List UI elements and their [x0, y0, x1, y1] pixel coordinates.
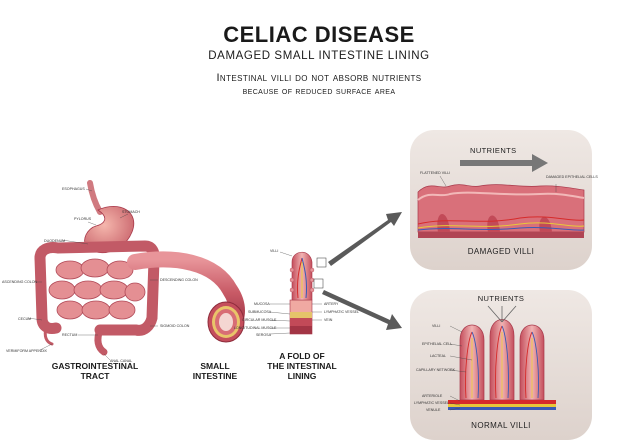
label-villi-fold: VILLI: [270, 249, 278, 253]
label-stomach: STOMACH: [122, 210, 140, 214]
label-mucosa: MUCOSA: [254, 302, 270, 306]
damaged-nutrients-label: NUTRIENTS: [470, 146, 517, 155]
caption-si-line-2: INTESTINE: [192, 371, 238, 381]
label-sigmoid-colon: SIGMOID COLON: [160, 324, 190, 328]
label-anal-canal: ANAL CANAL: [110, 359, 132, 363]
gi-leader-lines: [27, 188, 158, 361]
label-flattened-villi: FLATTENED VILLI: [420, 171, 450, 175]
normal-villi-caption: NORMAL VILLI: [471, 421, 531, 430]
label-serosa: SEROSA: [256, 333, 272, 337]
label-appendix: VERMIFORM APPENDIX: [6, 349, 48, 353]
small-intestine-illustration: [127, 251, 245, 343]
normal-villi-panel: [410, 290, 592, 440]
caption-fold-line-3: LINING: [287, 371, 317, 381]
caption-fold-line-2: THE INTESTINAL: [267, 361, 337, 371]
caption-si-line-1: SMALL: [200, 361, 230, 371]
label-vein: VEIN: [324, 318, 333, 322]
description-line-2: because of reduced surface area: [242, 86, 396, 97]
damaged-villi-caption: DAMAGED VILLI: [468, 247, 535, 256]
intestinal-fold-illustration: [289, 251, 327, 335]
label-duodenum: DUODENUM: [44, 239, 65, 243]
label-submucosa: SUBMUCOSA: [248, 310, 272, 314]
label-damaged-cells: DAMAGED EPITHELIAL CELLS: [546, 175, 598, 179]
label-descending-colon: DESCENDING COLON: [160, 278, 198, 282]
label-arteriole: ARTERIOLE: [422, 394, 443, 398]
caption-small-intestine: SMALL INTESTINE: [180, 361, 250, 381]
damaged-villi-panel: [410, 130, 592, 270]
gi-tract-illustration: [34, 180, 160, 356]
label-longitudinal-muscle: LONGITUDINAL MUSCLE: [234, 326, 277, 330]
normal-nutrients-label: NUTRIENTS: [478, 294, 525, 303]
label-artery: ARTERY: [324, 302, 339, 306]
label-lacteal: LACTEAL: [430, 354, 446, 358]
caption-gi-line-2: TRACT: [80, 371, 110, 381]
label-rectum: RECTUM: [62, 333, 77, 337]
fold-leader-lines: [269, 251, 322, 335]
label-lymphatic-vessel-normal: LYMPHATIC VESSEL: [414, 401, 449, 405]
caption-fold: A FOLD OF THE INTESTINAL LINING: [262, 351, 342, 381]
caption-fold-line-1: A FOLD OF: [279, 351, 325, 361]
caption-gi-tract: GASTROINTESTINAL TRACT: [40, 361, 150, 381]
label-esophagus: ESOPHAGUS: [62, 187, 85, 191]
label-lymphatic-vessel-fold: LYMPHATIC VESSEL: [324, 310, 359, 314]
caption-gi-line-1: GASTROINTESTINAL: [51, 361, 139, 371]
description-line-1: Intestinal villi do not absorb nutrients: [216, 72, 422, 84]
arrow-to-normal-icon: [322, 290, 402, 330]
page-subtitle: DAMAGED SMALL INTESTINE LINING: [208, 50, 430, 62]
label-ascending-colon: ASCENDING COLON: [2, 280, 38, 284]
page-title: CELIAC DISEASE: [223, 22, 415, 47]
label-villi-normal: VILLI: [432, 324, 440, 328]
label-cecum: CECUM: [18, 317, 31, 321]
label-epithelial-cell: EPITHELIAL CELL: [422, 342, 452, 346]
zoom-arrows: [322, 212, 402, 330]
label-circular-muscle: CIRCULAR MUSCLE: [242, 318, 277, 322]
label-pylorus: PYLORUS: [74, 217, 92, 221]
label-venule: VENULE: [426, 408, 441, 412]
arrow-to-damaged-icon: [328, 212, 402, 266]
nutrients-arrow-icon: [460, 154, 548, 172]
label-capillary-network: CAPILLARY NETWORK: [416, 368, 456, 372]
